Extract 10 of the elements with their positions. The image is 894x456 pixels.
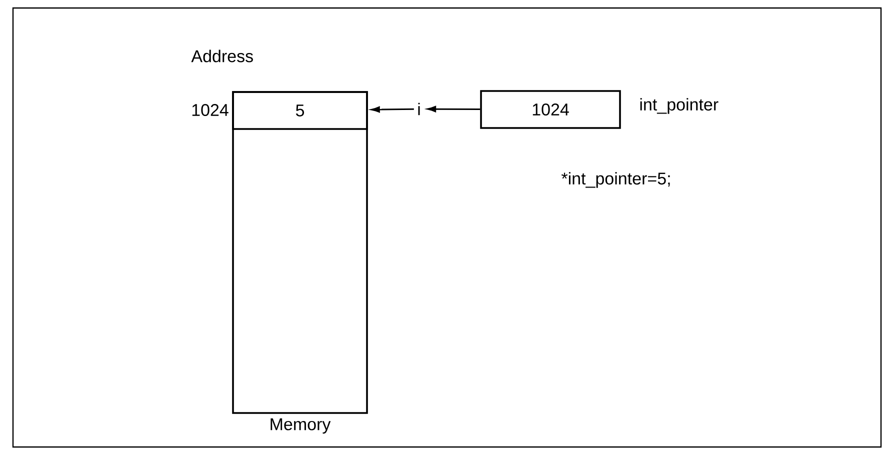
- pointer-box: 1024: [480, 90, 621, 129]
- code-statement: *int_pointer=5;: [561, 172, 670, 188]
- memory-cell: 5: [232, 91, 368, 130]
- memory-label: Memory: [270, 418, 331, 434]
- variable-name: int_pointer: [640, 98, 718, 114]
- arrow: [371, 106, 414, 113]
- heading: Address: [191, 50, 253, 62]
- arrow: [427, 106, 480, 112]
- address-label: 1024: [192, 104, 228, 116]
- variable-label: i: [418, 102, 420, 116]
